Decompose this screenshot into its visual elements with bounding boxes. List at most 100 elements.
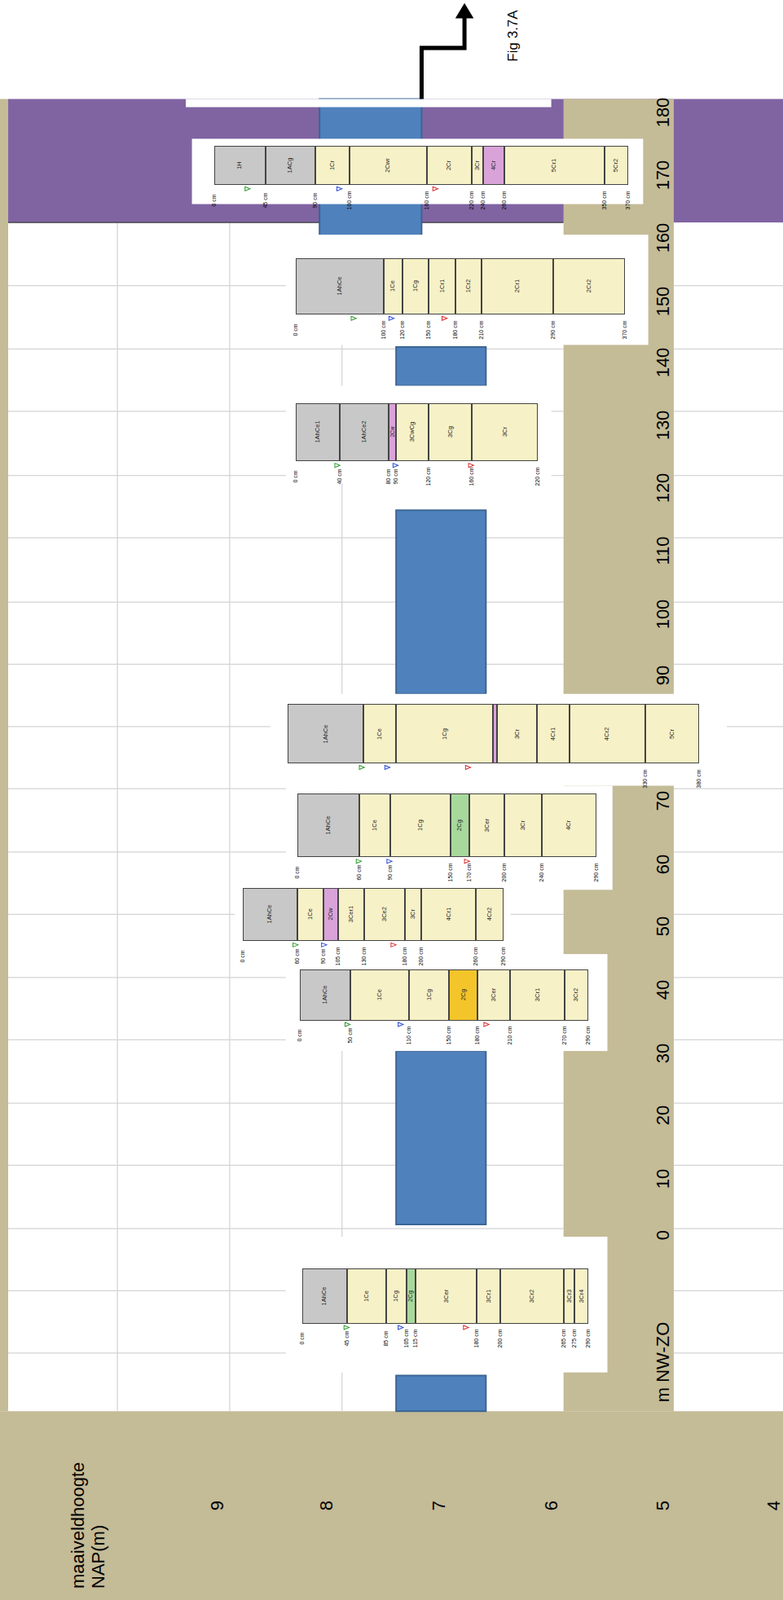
- soil-horizon: 3Cer1: [338, 888, 366, 942]
- horizon-code: 1AhCe2: [361, 421, 369, 444]
- soil-horizon: 4Cr2: [475, 888, 504, 942]
- depth-label: 130 cm: [360, 946, 368, 966]
- depth-label: 0 cm: [239, 950, 247, 963]
- horizon-code: 3Cer: [491, 988, 498, 1002]
- axis-title: maaiveldhoogte NAP(m): [66, 1458, 109, 1589]
- horizon-code: 5Cr2: [612, 158, 620, 172]
- soil-horizon: 3Ce2: [364, 888, 405, 942]
- soil-horizon: 1Cg: [395, 703, 493, 764]
- depth-label: 0 cm: [296, 1029, 304, 1043]
- horizon-code: 1ACg: [287, 158, 295, 174]
- soil-horizon: 3Cr3: [563, 1268, 576, 1325]
- distance-tick: 60: [653, 854, 674, 875]
- soil-horizon: 1ACg: [265, 145, 316, 185]
- depth-label: 85 cm: [382, 1331, 390, 1347]
- soil-horizon: 1AhCe2: [339, 403, 389, 462]
- depth-label: 275 cm: [571, 1329, 578, 1349]
- horizon-code: 3Cr: [501, 426, 509, 437]
- distance-tick: 90: [653, 665, 674, 686]
- soil-horizon: 1AhCe: [295, 258, 384, 315]
- soil-horizon: 1Ce: [297, 888, 325, 942]
- soil-horizon: 3Cr2: [500, 1268, 564, 1325]
- horizon-code: 2Cg: [460, 989, 467, 1001]
- soil-horizon: 2Cw: [323, 888, 339, 942]
- soil-horizon: 1Ce: [363, 703, 396, 764]
- depth-label: 220 cm: [468, 190, 476, 210]
- soil-horizon: 3Cg: [428, 403, 472, 462]
- horizon-code: 3Cr: [410, 909, 418, 920]
- horizon-code: 3Cer: [483, 818, 491, 832]
- depth-label: 170 cm: [466, 862, 473, 882]
- depth-label: 120 cm: [425, 466, 432, 486]
- soil-horizon: 3Cr: [404, 888, 422, 942]
- horizon-code: 4Cr: [566, 820, 573, 831]
- soil-horizon: 2Cg: [450, 793, 471, 858]
- soil-horizon: 2Cw: [388, 403, 396, 462]
- horizon-code: 1Cg: [426, 989, 433, 1001]
- elevation-tick: 7: [428, 1500, 449, 1510]
- horizon-code: 1Ce: [376, 728, 383, 740]
- soil-horizon: 3Cr4: [574, 1268, 588, 1325]
- depth-label: 0 cm: [299, 1332, 306, 1346]
- depth-label: 90 cm: [392, 468, 400, 484]
- soil-horizon: 2Cwr: [349, 145, 427, 185]
- horizon-code: 2Cw: [390, 426, 396, 438]
- horizon-code: 3Cer1: [347, 906, 355, 923]
- depth-label: 180 cm: [473, 1329, 480, 1349]
- depth-label: 220 cm: [534, 466, 542, 486]
- depth-label: 150 cm: [445, 1026, 453, 1046]
- horizon-code: 2Cr1: [514, 279, 521, 293]
- depth-label: 60 cm: [356, 864, 363, 880]
- soil-horizon: 3Cr: [504, 793, 542, 858]
- depth-label: 90 cm: [312, 192, 319, 208]
- horizon-code: 1Cg: [412, 280, 419, 292]
- distance-tick: 100: [653, 599, 674, 630]
- soil-horizon: 3Cr: [471, 145, 484, 185]
- soil-horizon: 3Cr1: [510, 969, 564, 1021]
- soil-horizon: 3CwCg: [395, 403, 429, 462]
- axis-title: m NW-ZO: [653, 1322, 674, 1404]
- horizon-code: 4Cr1: [445, 907, 453, 921]
- depth-label: 370 cm: [621, 320, 629, 339]
- soil-horizon: 4Cr1: [536, 703, 570, 764]
- horizon-code: 1AhCe: [336, 277, 344, 296]
- depth-label: 370 cm: [624, 190, 632, 210]
- distance-tick: 50: [653, 916, 674, 937]
- horizon-code: 1Ce: [363, 1290, 370, 1303]
- elevation-tick: 9: [206, 1500, 228, 1510]
- soil-horizon: 4Cr: [483, 145, 505, 185]
- depth-label: 290 cm: [585, 1329, 592, 1349]
- soil-horizon: 2Cr1: [481, 258, 554, 315]
- horizon-code: 3Cg: [447, 426, 454, 439]
- depth-label: 45 cm: [262, 192, 269, 208]
- soil-horizon: 1H: [214, 145, 266, 185]
- elevation-tick: 8: [316, 1500, 337, 1510]
- horizon-code: 5Cr1: [551, 158, 559, 172]
- depth-label: 0 cm: [292, 470, 300, 483]
- soil-horizon: 5Cr2: [604, 145, 629, 185]
- soil-horizon: 1Cg: [390, 793, 451, 858]
- horizon-code: 1Cg: [417, 819, 424, 832]
- soil-horizon: 1Ce: [350, 969, 410, 1021]
- horizon-code: 2Cr2: [585, 279, 593, 293]
- horizon-code: 2Cw: [327, 908, 335, 921]
- depth-label: 90 cm: [320, 948, 327, 964]
- soil-horizon: 1AhCe: [242, 888, 297, 942]
- horizon-code: 1Cg: [392, 1290, 400, 1303]
- depth-label: 160 cm: [423, 190, 431, 210]
- depth-label: 260 cm: [472, 946, 480, 966]
- figure-reference: Fig 3.7A: [505, 9, 522, 62]
- depth-label: 290 cm: [549, 320, 557, 339]
- distance-tick: 130: [653, 410, 674, 441]
- soil-horizon: 1Cg: [386, 1268, 407, 1325]
- horizon-code: 3Cr4: [578, 1289, 586, 1303]
- depth-label: 0 cm: [211, 193, 218, 207]
- horizon-code: 1Ce: [376, 989, 383, 1001]
- depth-label: 0 cm: [292, 323, 300, 336]
- soil-horizon: 2Cg: [448, 969, 478, 1021]
- horizon-code: 3Cr: [474, 160, 481, 171]
- depth-label: 105 cm: [403, 1329, 410, 1349]
- depth-label: 290 cm: [593, 862, 600, 882]
- depth-label: 80 cm: [385, 468, 392, 484]
- soil-horizon: 1Cg: [409, 969, 449, 1021]
